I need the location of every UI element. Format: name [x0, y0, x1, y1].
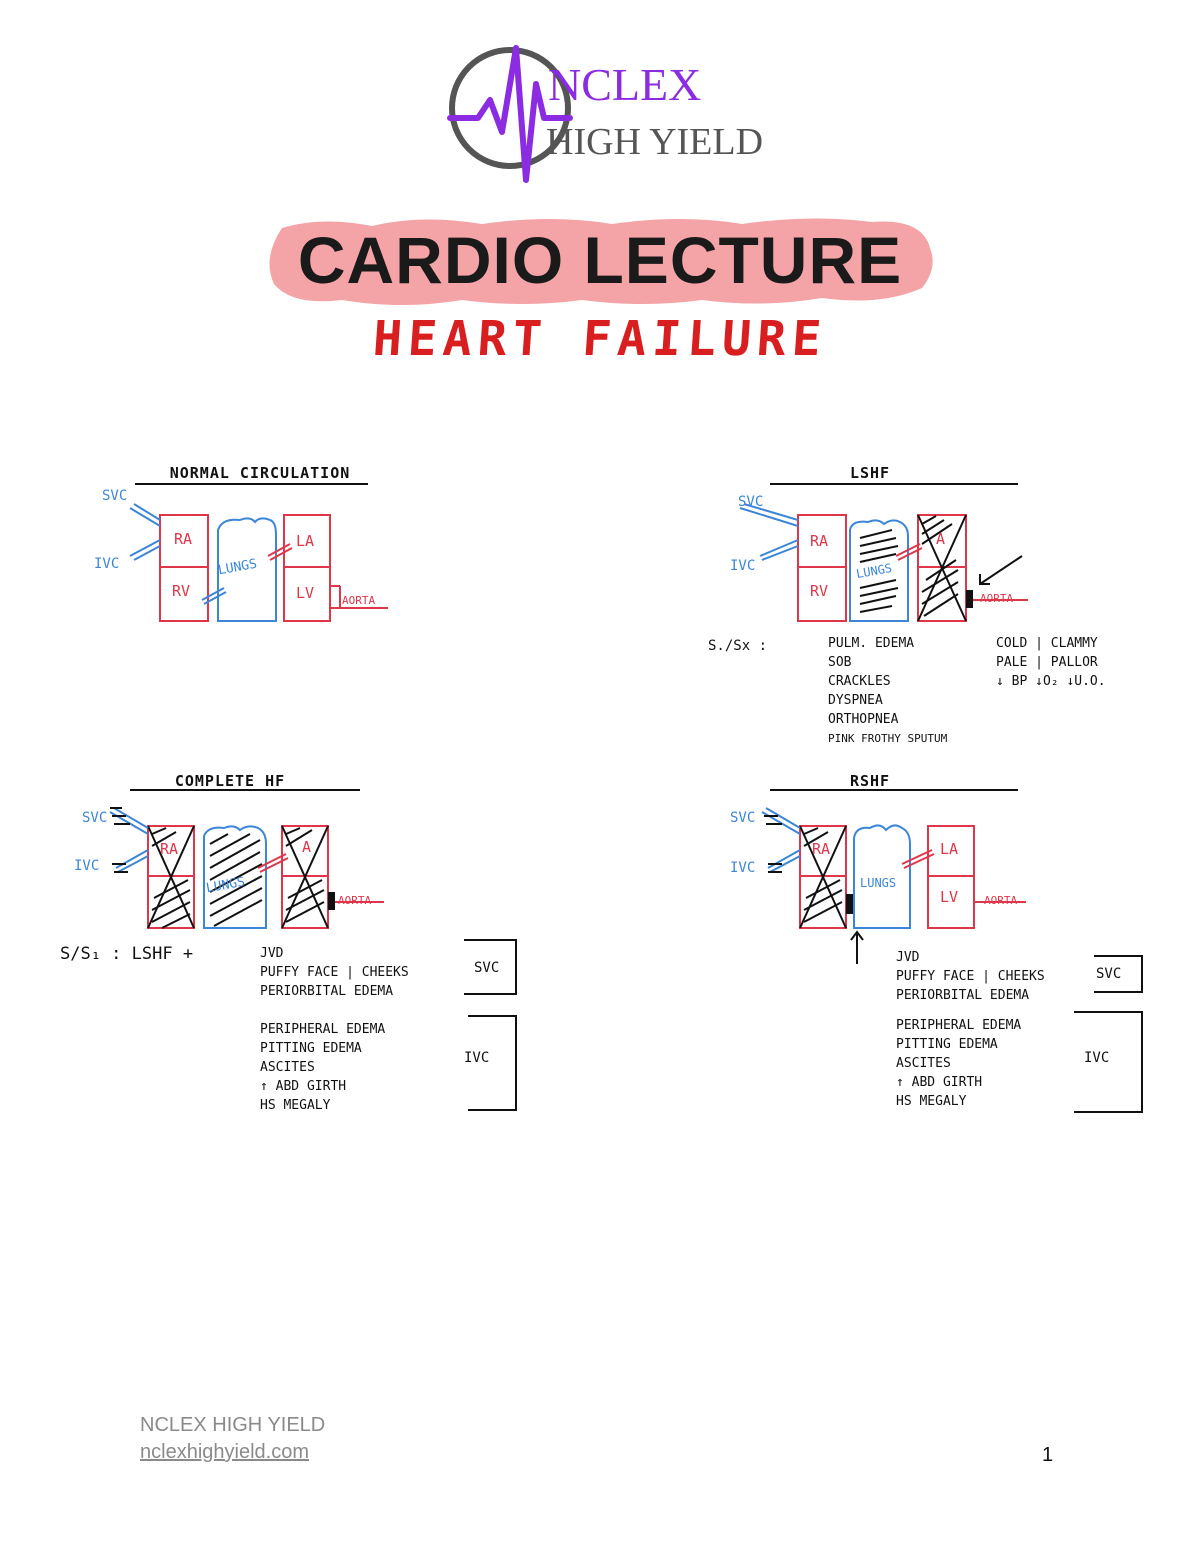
- lshf-symptoms-left: PULM. EDEMA SOB CRACKLES DYSPNEA ORTHOPN…: [828, 634, 947, 748]
- footer-website-link[interactable]: nclexhighyield.com: [140, 1441, 309, 1463]
- complete-hf-heart-diagram: [109, 789, 517, 1111]
- symptom: PUFFY FACE | CHEEKS: [260, 965, 409, 980]
- label-ra: RA: [160, 840, 179, 858]
- rshf-ivc-group: PERIPHERAL EDEMA PITTING EDEMA ASCITES ↑…: [896, 1016, 1021, 1111]
- label-lv: LV: [940, 888, 959, 906]
- symptom: COLD | CLAMMY: [996, 636, 1098, 651]
- label-a: A: [936, 530, 946, 548]
- svc-tag: SVC: [474, 960, 500, 976]
- symptom: PUFFY FACE | CHEEKS: [896, 969, 1045, 984]
- panel-complete-hf: COMPLETE HF: [50, 768, 530, 1118]
- symptom: ASCITES: [896, 1056, 951, 1071]
- symptom: SOB: [828, 655, 852, 670]
- nclex-logo: NCLEX HIGH YIELD: [440, 40, 780, 190]
- label-ivc: IVC: [730, 860, 756, 876]
- panel-title: NORMAL CIRCULATION: [169, 464, 351, 482]
- label-svc: SVC: [82, 810, 108, 826]
- label-rv: RV: [810, 582, 829, 600]
- label-la: LA: [940, 840, 959, 858]
- symptom: ↓ BP ↓O₂ ↓U.O.: [996, 674, 1106, 689]
- ivc-tag: IVC: [464, 1050, 490, 1066]
- panel-title: RSHF: [849, 772, 891, 790]
- label-lv: LV: [296, 584, 315, 602]
- title-highlight: [269, 218, 933, 305]
- page-subtitle: HEART FAILURE: [371, 311, 829, 367]
- page-title: CARDIO LECTURE: [297, 223, 903, 297]
- label-ra: RA: [174, 530, 193, 548]
- label-ivc: IVC: [730, 558, 756, 574]
- symptom: PITTING EDEMA: [260, 1041, 362, 1056]
- symptom: JVD: [260, 946, 284, 961]
- label-rv: RV: [172, 582, 191, 600]
- label-la: LA: [296, 532, 315, 550]
- symptom: PULM. EDEMA: [828, 636, 915, 651]
- label-ra: RA: [812, 840, 831, 858]
- panel-normal-circulation: NORMAL CIRCULATION RA RV LA LV LUNGS SVC…: [90, 460, 390, 640]
- symptom: PERIPHERAL EDEMA: [260, 1022, 386, 1037]
- symptom: ASCITES: [260, 1060, 315, 1075]
- label-aorta: AORTA: [342, 594, 376, 607]
- symptom: PITTING EDEMA: [896, 1037, 998, 1052]
- label-aorta: AORTA: [984, 894, 1018, 907]
- rshf-svc-group: JVD PUFFY FACE | CHEEKS PERIORBITAL EDEM…: [896, 948, 1045, 1005]
- ss-label: S/S₁ : LSHF +: [60, 944, 194, 964]
- symptom: HS MEGALY: [260, 1098, 331, 1113]
- complete-svc-group: JVD PUFFY FACE | CHEEKS PERIORBITAL EDEM…: [260, 944, 409, 1001]
- label-ivc: IVC: [74, 858, 100, 874]
- panel-title: COMPLETE HF: [174, 772, 286, 790]
- panel-title: LSHF: [849, 464, 891, 482]
- title-block: CARDIO LECTURE: [262, 208, 938, 312]
- label-lungs: LUNGS: [860, 876, 897, 890]
- ss-label: S./Sx :: [708, 638, 768, 654]
- svc-tag: SVC: [1096, 966, 1122, 982]
- symptom: PALE | PALLOR: [996, 655, 1098, 670]
- normal-heart-diagram: [129, 483, 388, 622]
- logo-mark-icon: [447, 45, 573, 183]
- label-a: A: [302, 838, 312, 856]
- rshf-heart-diagram: [761, 789, 1143, 1113]
- symptom: PINK FROTHY SPUTUM: [828, 732, 948, 745]
- label-aorta: AORTA: [338, 894, 372, 907]
- label-ra: RA: [810, 532, 829, 550]
- ivc-tag: IVC: [1084, 1050, 1110, 1066]
- logo-line1: NCLEX: [548, 59, 702, 110]
- panel-rshf: RSHF RA LA LV LUNGS SVC IVC: [720, 768, 1160, 1118]
- lshf-symptoms-right: COLD | CLAMMY PALE | PALLOR ↓ BP ↓O₂ ↓U.…: [996, 634, 1106, 691]
- panel-lshf: LSHF RA RV A LUNGS SV: [700, 460, 1160, 760]
- symptom: PERIORBITAL EDEMA: [260, 984, 394, 999]
- logo-line2: HIGH YIELD: [546, 121, 764, 163]
- symptom: ↑ ABD GIRTH: [896, 1075, 983, 1090]
- symptom: JVD: [896, 950, 920, 965]
- symptom: DYSPNEA: [828, 693, 883, 708]
- lshf-heart-diagram: [739, 483, 1028, 622]
- label-svc: SVC: [102, 488, 128, 504]
- symptom: HS MEGALY: [896, 1094, 967, 1109]
- label-svc: SVC: [730, 810, 756, 826]
- symptom: PERIPHERAL EDEMA: [896, 1018, 1022, 1033]
- label-svc: SVC: [738, 494, 764, 510]
- symptom: CRACKLES: [828, 674, 891, 689]
- symptom: ↑ ABD GIRTH: [260, 1079, 347, 1094]
- label-aorta: AORTA: [980, 592, 1014, 605]
- page-number: 1: [1042, 1444, 1054, 1466]
- symptom: PERIORBITAL EDEMA: [896, 988, 1030, 1003]
- label-ivc: IVC: [94, 556, 120, 572]
- complete-ivc-group: PERIPHERAL EDEMA PITTING EDEMA ASCITES ↑…: [260, 1020, 385, 1115]
- footer-brand: NCLEX HIGH YIELD: [140, 1414, 326, 1436]
- symptom: ORTHOPNEA: [828, 712, 899, 727]
